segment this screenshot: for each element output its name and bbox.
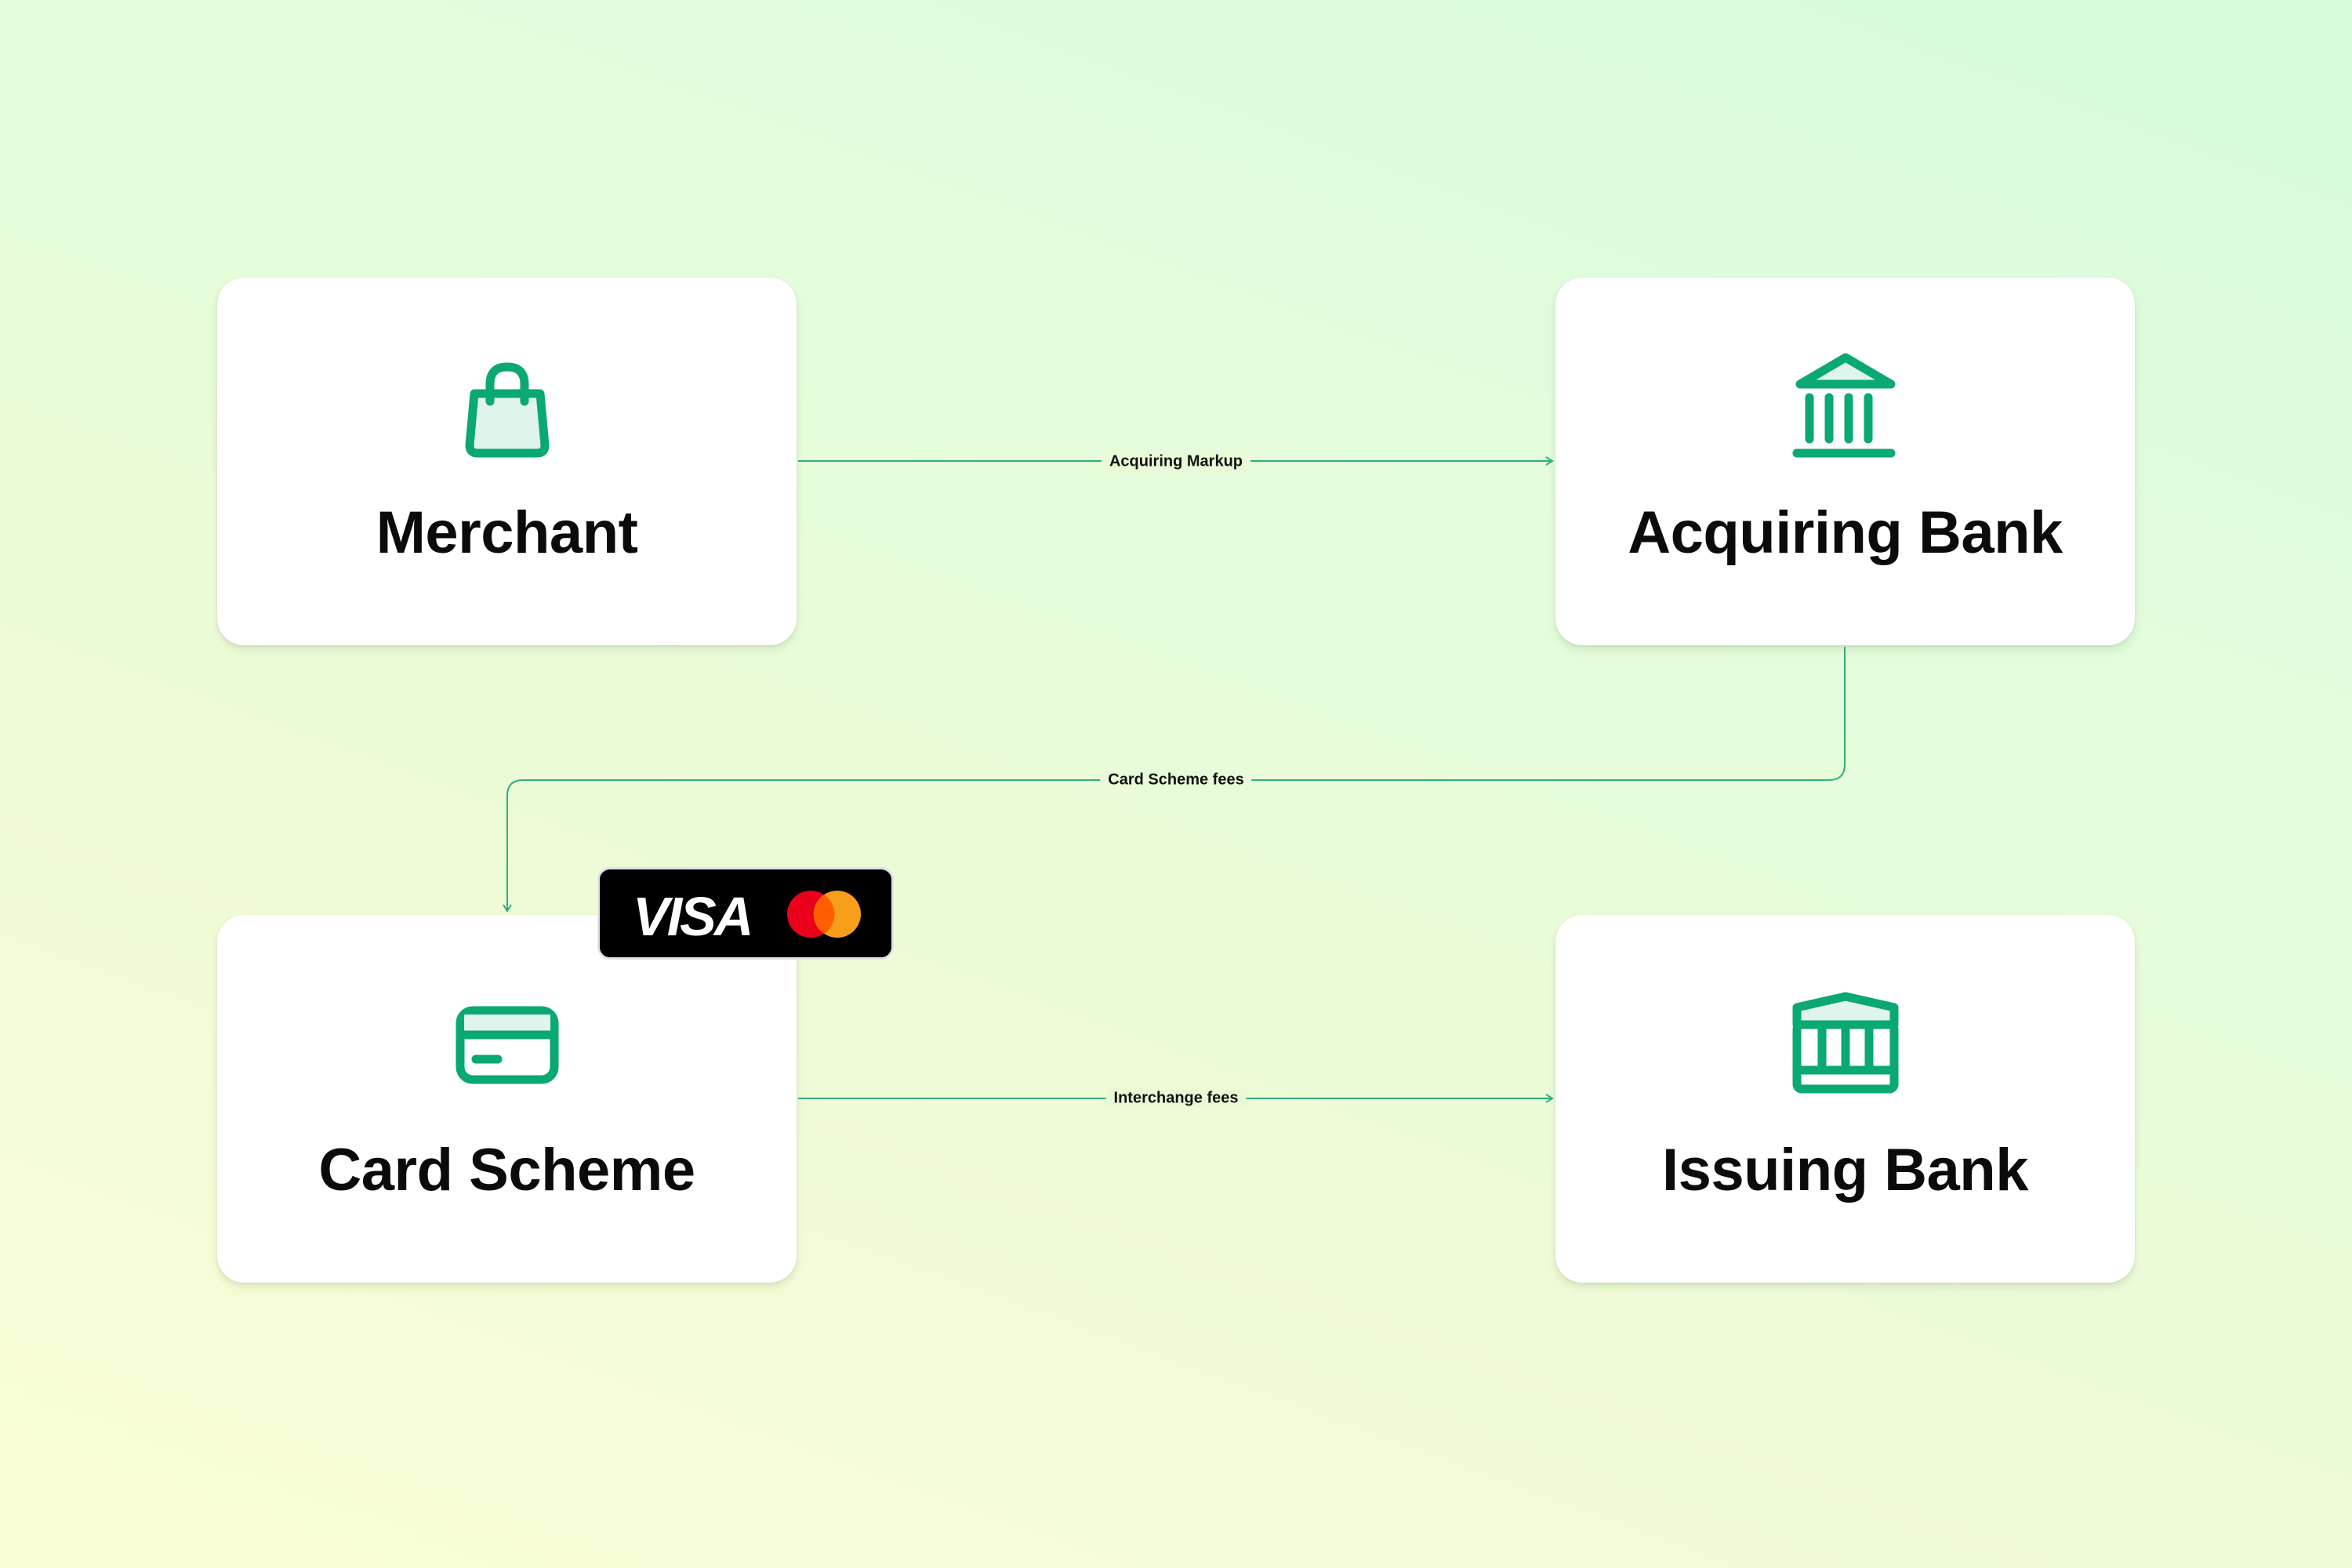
card-network-badge: VISA — [597, 867, 894, 960]
edge-label-acquiring-markup: Acquiring Markup — [1101, 452, 1251, 471]
visa-logo: VISA — [633, 886, 753, 947]
edge-label-interchange-fees: Interchange fees — [1105, 1089, 1247, 1108]
credit-card-icon — [456, 1006, 558, 1084]
bank-icon — [1792, 353, 1895, 458]
edge-label-card-scheme-fees: Card Scheme fees — [1100, 771, 1252, 789]
shopping-bag-icon — [465, 362, 549, 458]
node-acquiring-bank: Acquiring Bank — [1555, 278, 2135, 645]
node-title: Card Scheme — [318, 1137, 695, 1203]
node-title: Acquiring Bank — [1628, 499, 2063, 566]
node-title: Issuing Bank — [1662, 1137, 2029, 1203]
node-title: Merchant — [376, 499, 638, 566]
node-card-scheme: Card Scheme — [217, 915, 797, 1283]
bank-building-icon — [1792, 992, 1898, 1094]
node-issuing-bank: Issuing Bank — [1555, 915, 2135, 1283]
node-merchant: Merchant — [217, 278, 797, 645]
mastercard-logo — [787, 891, 861, 938]
